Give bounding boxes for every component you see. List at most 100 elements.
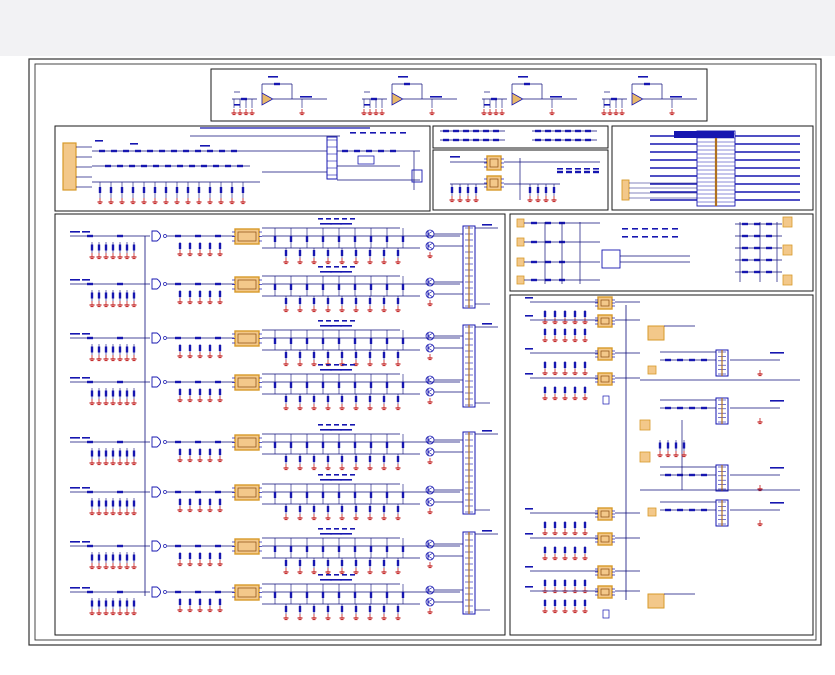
resistor	[474, 187, 478, 193]
chip-inner	[489, 158, 499, 168]
resistor	[219, 187, 223, 193]
net-label	[770, 502, 784, 504]
net-label	[342, 424, 347, 426]
channel-1-buffer	[151, 230, 167, 242]
ground-symbol	[283, 258, 289, 265]
gate-bubble	[163, 336, 167, 340]
resistor	[289, 338, 293, 344]
ground-symbol	[552, 394, 558, 401]
resistor	[215, 336, 221, 340]
chip-body	[486, 155, 502, 171]
net-label	[340, 533, 352, 535]
resistor	[111, 390, 115, 397]
transistor-lead	[427, 598, 434, 603]
resistor	[583, 387, 587, 393]
resistor	[175, 336, 181, 340]
channel-7-optocoupler	[232, 538, 262, 555]
ground-symbol	[339, 306, 345, 313]
chip-body	[234, 584, 260, 601]
transistor-lead	[427, 586, 434, 591]
resistor	[369, 492, 373, 498]
chip-body	[597, 585, 613, 599]
resistor	[665, 358, 671, 362]
net-label	[70, 541, 80, 543]
resistor	[555, 138, 561, 142]
resistor	[368, 298, 372, 304]
channel-4-buffer	[151, 376, 167, 388]
resistor	[208, 499, 212, 505]
chip-inner	[237, 279, 257, 290]
resistor	[171, 149, 177, 153]
resistor	[298, 352, 302, 358]
ground-symbol	[89, 459, 95, 466]
resistor	[132, 244, 136, 251]
resistor	[575, 170, 581, 174]
chip-body	[597, 532, 613, 546]
transistor-lead	[427, 233, 434, 238]
ground-symbol	[427, 562, 433, 569]
net-label	[390, 132, 396, 134]
net-label	[642, 236, 648, 238]
resistor	[563, 547, 567, 553]
resistor	[396, 506, 400, 512]
chip-body	[597, 296, 613, 310]
resistor	[552, 187, 556, 193]
resistor	[178, 553, 182, 559]
ground-symbol	[367, 360, 373, 367]
ground-symbol	[117, 399, 123, 406]
resistor	[382, 506, 386, 512]
resistor	[353, 236, 357, 242]
resistor	[198, 389, 202, 395]
resistor	[90, 450, 94, 457]
ground-symbol	[131, 301, 137, 308]
net-label	[525, 297, 533, 299]
resistor	[583, 600, 587, 606]
resistor	[665, 508, 671, 512]
resistor	[188, 449, 192, 455]
ground-symbol	[311, 404, 317, 411]
sheet-background	[0, 56, 835, 675]
resistor	[378, 149, 384, 153]
ground-symbol	[96, 609, 102, 616]
test-point	[602, 609, 610, 619]
resistor	[284, 250, 288, 256]
resistor	[289, 442, 293, 448]
resistor	[340, 606, 344, 612]
resistor	[337, 442, 341, 448]
net-label	[82, 587, 90, 589]
resistor	[118, 450, 122, 457]
ground-symbol	[551, 196, 557, 203]
resistor	[385, 442, 389, 448]
ground-symbol	[207, 198, 213, 205]
resistor	[284, 456, 288, 462]
transistor-lead	[427, 293, 434, 298]
ground-symbol	[353, 404, 359, 411]
resistor	[147, 149, 153, 153]
resistor	[132, 600, 136, 607]
chip-body	[234, 538, 260, 555]
resistor	[215, 440, 221, 444]
net-label	[320, 325, 332, 327]
resistor	[573, 522, 577, 528]
resistor	[186, 187, 190, 193]
resistor	[354, 506, 358, 512]
ground-symbol	[89, 563, 95, 570]
resistor	[198, 499, 202, 505]
resistor	[337, 284, 341, 290]
resistor	[677, 406, 683, 410]
resistor	[354, 560, 358, 566]
resistor	[326, 250, 330, 256]
resistor	[382, 456, 386, 462]
resistor	[195, 490, 201, 494]
chip-inner	[237, 333, 257, 344]
resistor	[237, 164, 243, 168]
net-label	[334, 218, 339, 220]
ground-symbol	[283, 404, 289, 411]
net-label	[82, 541, 90, 543]
resistor	[120, 187, 124, 193]
resistor	[573, 547, 577, 553]
ground-symbol	[395, 404, 401, 411]
net-label	[632, 228, 638, 230]
resistor	[177, 164, 183, 168]
resistor	[183, 149, 189, 153]
